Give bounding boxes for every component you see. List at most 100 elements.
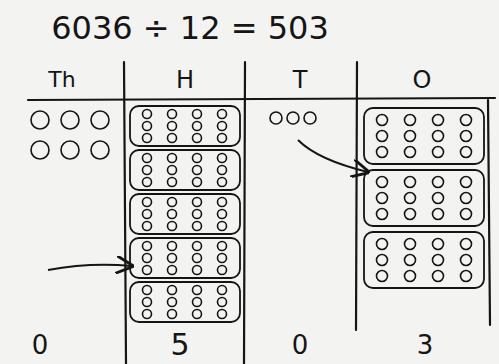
counter [143, 254, 152, 263]
group-loop [130, 106, 240, 146]
counter [405, 147, 416, 158]
counter [405, 255, 416, 266]
counter [405, 177, 416, 188]
counter [193, 266, 202, 275]
counter [218, 242, 227, 251]
counter [143, 198, 152, 207]
counter [218, 134, 227, 143]
counter [193, 166, 202, 175]
counter [218, 310, 227, 319]
counter [168, 154, 177, 163]
counter [377, 131, 388, 142]
counter [143, 286, 152, 295]
counter [168, 298, 177, 307]
counter [405, 271, 416, 282]
answer-digit: 5 [170, 330, 189, 360]
column-header: O [413, 68, 432, 92]
counter [168, 110, 177, 119]
counter [218, 266, 227, 275]
counter [461, 209, 472, 220]
counter [433, 147, 444, 158]
counter [31, 111, 49, 129]
group-loop [130, 282, 240, 322]
answer-digit: 0 [292, 332, 309, 358]
counter [168, 198, 177, 207]
counter [168, 178, 177, 187]
counter [377, 255, 388, 266]
counter [270, 112, 282, 124]
counter [143, 222, 152, 231]
counter [218, 198, 227, 207]
group-loop [130, 150, 240, 190]
counter [433, 239, 444, 250]
counter [377, 115, 388, 126]
counter [461, 147, 472, 158]
counter [168, 210, 177, 219]
counter [377, 239, 388, 250]
counter [168, 122, 177, 131]
counter [304, 112, 316, 124]
column-header: Th [48, 69, 75, 91]
counter [377, 271, 388, 282]
counter [168, 134, 177, 143]
counter [193, 178, 202, 187]
counter [461, 255, 472, 266]
counter [193, 134, 202, 143]
counter [461, 131, 472, 142]
counter [218, 286, 227, 295]
counter [143, 154, 152, 163]
counter [461, 177, 472, 188]
counter [143, 266, 152, 275]
counter [91, 111, 109, 129]
counter [143, 134, 152, 143]
counter [61, 141, 79, 159]
counter [31, 141, 49, 159]
counter [193, 154, 202, 163]
counter [143, 122, 152, 131]
counter [405, 209, 416, 220]
column-line [244, 62, 245, 364]
counter [461, 115, 472, 126]
group-loop [130, 238, 240, 278]
counter [218, 178, 227, 187]
counter [377, 147, 388, 158]
counter [168, 166, 177, 175]
counter [377, 193, 388, 204]
column-line [356, 62, 357, 330]
answer-digit: 0 [32, 332, 49, 358]
counter [143, 210, 152, 219]
counter [193, 122, 202, 131]
exchange-arrow [48, 265, 132, 270]
counter [143, 110, 152, 119]
counter [193, 254, 202, 263]
counter [168, 266, 177, 275]
counter [193, 286, 202, 295]
counter [461, 193, 472, 204]
counter [218, 298, 227, 307]
counter [433, 209, 444, 220]
counter [193, 110, 202, 119]
column-header: T [293, 68, 308, 92]
equation-title: 6036 ÷ 12 = 503 [51, 12, 329, 44]
group-loop [364, 232, 484, 288]
counter [433, 271, 444, 282]
counter [143, 166, 152, 175]
counter [193, 298, 202, 307]
counter [143, 310, 152, 319]
counter [143, 178, 152, 187]
counter [218, 210, 227, 219]
counter [193, 198, 202, 207]
counter [377, 177, 388, 188]
counter [61, 111, 79, 129]
counter [143, 242, 152, 251]
counter [461, 271, 472, 282]
counter [168, 254, 177, 263]
counter [218, 222, 227, 231]
exchange-arrow [298, 140, 368, 172]
counter [218, 122, 227, 131]
counter [405, 115, 416, 126]
counter [433, 131, 444, 142]
group-loop [364, 170, 484, 226]
counter [168, 222, 177, 231]
